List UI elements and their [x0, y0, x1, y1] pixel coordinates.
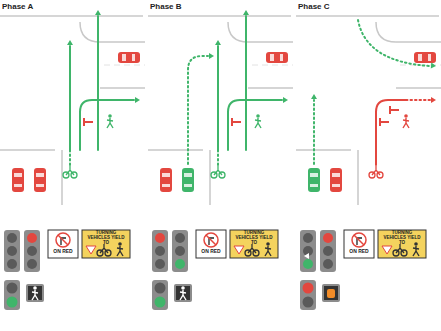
arrow-head	[431, 63, 436, 69]
traffic-signal	[320, 230, 336, 272]
car	[308, 168, 320, 192]
bike-icon	[97, 244, 111, 256]
car	[182, 168, 194, 192]
arrow-head	[311, 94, 317, 99]
car	[118, 52, 140, 63]
yield-sign	[378, 230, 426, 258]
movement-arrow	[69, 46, 71, 150]
stop-bar	[380, 118, 389, 126]
arrow-head	[95, 10, 101, 15]
pedestrian-icon	[413, 242, 419, 256]
traffic-signal	[300, 230, 316, 272]
traffic-signal	[24, 230, 40, 272]
yield-sign	[230, 230, 278, 258]
pedestrian-signal	[322, 284, 340, 302]
arrow-head	[215, 40, 221, 45]
pedestrian-signal	[174, 284, 192, 302]
arrow-head	[135, 97, 140, 103]
traffic-signal	[172, 230, 188, 272]
stop-bar	[232, 118, 241, 126]
bike-icon	[245, 244, 259, 256]
movement-arrow	[358, 20, 430, 66]
pedestrian-icon	[107, 114, 113, 128]
movement-arrow	[97, 16, 99, 150]
phase-panel	[0, 10, 145, 310]
road-edge	[0, 22, 145, 205]
movement-arrow	[69, 150, 71, 165]
traffic-signal	[4, 230, 20, 272]
phase-panel	[296, 16, 441, 310]
movement-arrow	[217, 46, 219, 150]
sign-text: TURNING VEHICLES YIELD TO	[232, 231, 276, 246]
movement-arrow	[228, 100, 282, 150]
bike-icon	[369, 166, 383, 178]
stop-bar	[84, 118, 93, 126]
sign-text: ON RED	[345, 249, 373, 255]
arrow-head	[209, 53, 214, 59]
car	[34, 168, 46, 192]
arrow-head	[283, 97, 288, 103]
phase-title: Phase C	[298, 3, 388, 12]
bike-icon	[63, 166, 77, 178]
bike-signal	[4, 280, 20, 310]
phase-title: Phase A	[2, 3, 92, 12]
arrow-head	[431, 97, 436, 103]
movement-arrow	[406, 99, 430, 101]
stop-bar	[390, 106, 399, 114]
pedestrian-icon	[265, 242, 271, 256]
traffic-signal	[152, 230, 168, 272]
movement-arrow	[245, 16, 247, 150]
phase-panel	[148, 10, 293, 310]
pedestrian-icon	[403, 114, 409, 128]
car	[160, 168, 172, 192]
movement-arrow	[313, 100, 315, 164]
bike-icon	[393, 244, 407, 256]
pedestrian-icon	[117, 242, 123, 256]
pedestrian-signal	[26, 284, 44, 302]
movement-arrow	[188, 56, 208, 164]
movement-arrow	[217, 150, 219, 165]
bike-icon	[211, 166, 225, 178]
movement-arrow	[376, 100, 406, 165]
movement-arrow	[80, 100, 134, 150]
phase-title: Phase B	[150, 3, 240, 12]
road-edge	[148, 22, 293, 205]
sign-text: ON RED	[197, 249, 225, 255]
no-turn-on-red-sign	[196, 230, 226, 258]
sign-text: ON RED	[49, 249, 77, 255]
pedestrian-icon	[32, 286, 38, 300]
no-turn-on-red-sign	[48, 230, 78, 258]
car	[266, 52, 288, 63]
arrow-head	[304, 253, 309, 259]
car	[330, 168, 342, 192]
bike-signal	[300, 280, 316, 310]
sign-text: TURNING VEHICLES YIELD TO	[84, 231, 128, 246]
car	[12, 168, 24, 192]
bike-signal	[152, 280, 168, 310]
sign-text: TURNING VEHICLES YIELD TO	[380, 231, 424, 246]
no-turn-on-red-sign	[344, 230, 374, 258]
pedestrian-icon	[255, 114, 261, 128]
road-edge	[296, 22, 441, 205]
yield-sign	[82, 230, 130, 258]
arrow-head	[243, 10, 249, 15]
arrow-head	[67, 40, 73, 45]
pedestrian-icon	[180, 286, 186, 300]
car	[414, 52, 436, 63]
